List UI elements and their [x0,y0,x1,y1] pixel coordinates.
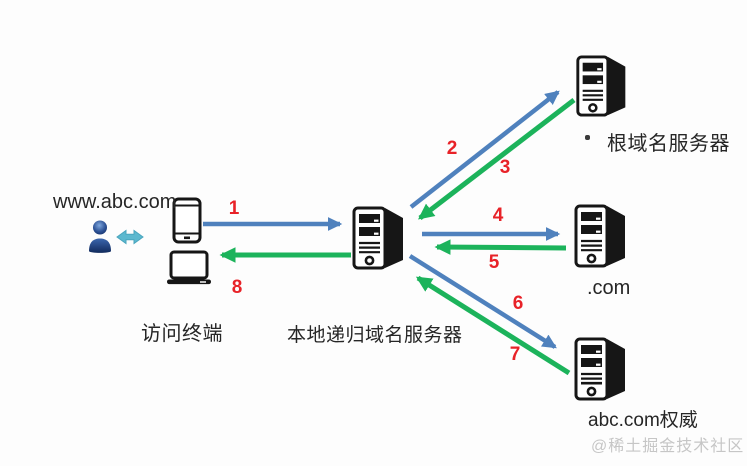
arrow-step3-from-root [418,98,576,220]
root-server-label: 根域名服务器 [607,133,730,155]
local-dns-label: 本地递归域名服务器 [287,325,463,346]
client-terminal-label: 访问终端 [141,323,223,345]
step-number-7: 7 [509,344,521,365]
root-server-icon [576,55,626,117]
com-server-label: .com [587,277,631,299]
arrow-step5-from-com [434,239,567,255]
authoritative-server-label: abc.com权威 [588,410,698,431]
arrow-step7-from-authoritative [415,275,571,376]
watermark-text: @稀土掘金技术社区 [591,438,745,455]
local-dns-server-icon [352,206,403,270]
step-number-2: 2 [446,138,458,159]
step-number-3: 3 [499,157,511,178]
step-number-5: 5 [488,252,500,273]
root-label-bullet-icon [585,135,590,140]
laptop-icon [167,250,211,285]
arrow-step6-to-authoritative [408,254,557,349]
com-server-icon [574,204,625,268]
bidirectional-arrow-icon [116,229,144,245]
step-number-8: 8 [231,277,243,298]
step-number-1: 1 [228,198,240,219]
query-domain-label: www.abc.com [53,191,177,213]
user-icon [89,220,111,253]
authoritative-server-icon [574,337,625,401]
arrow-step2-to-root [409,90,560,209]
step-number-4: 4 [492,205,504,226]
smartphone-icon [172,197,202,244]
step-number-6: 6 [512,293,524,314]
